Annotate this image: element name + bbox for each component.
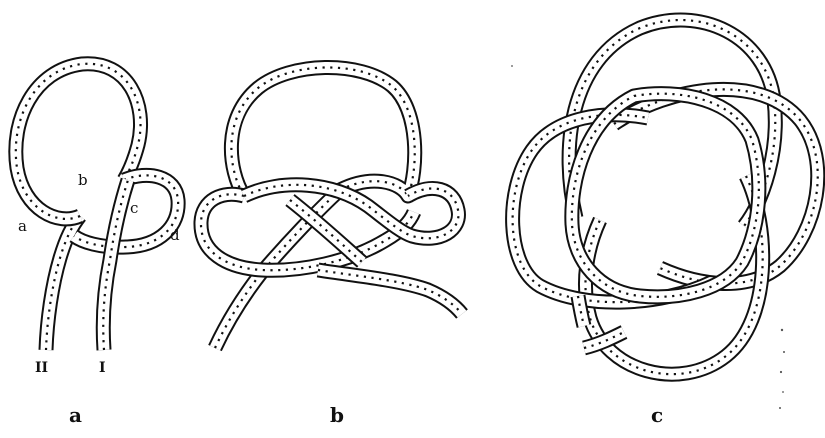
- panel-b-caption: b: [330, 403, 344, 427]
- end-label-i: I: [99, 360, 106, 376]
- point-label-a: a: [18, 217, 27, 235]
- panel-b-figure: [201, 67, 462, 348]
- point-label-c: c: [130, 199, 138, 217]
- end-label-ii: II: [35, 360, 48, 376]
- rope-b-right-end: [318, 270, 462, 314]
- panel-a-figure: [16, 64, 178, 350]
- rope-b-right-lobe: [244, 185, 458, 238]
- rope-strand-end-i: [103, 180, 128, 350]
- panel-c-figure: [513, 20, 818, 374]
- rope-b-top-loop: [231, 67, 414, 196]
- panel-c-caption: c: [651, 403, 663, 427]
- point-label-b: b: [78, 171, 88, 189]
- point-label-d: d: [170, 226, 180, 244]
- rope-c-loose-end-2: [578, 296, 584, 326]
- panel-a-caption: a: [69, 403, 82, 427]
